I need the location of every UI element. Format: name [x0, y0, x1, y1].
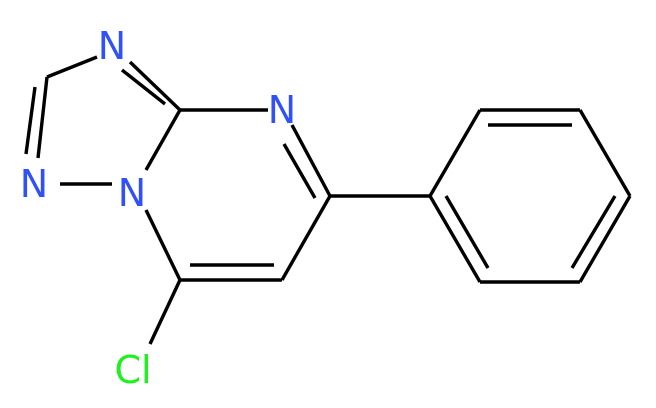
- bond: [24, 86, 37, 155]
- bond: [444, 195, 490, 269]
- bond: [120, 68, 167, 106]
- atom-label-n2: N: [20, 162, 48, 206]
- atom-label-n1: N: [98, 24, 126, 68]
- bond: [144, 209, 182, 281]
- atom-labels: N N N N Cl: [20, 24, 296, 392]
- bond: [280, 195, 332, 281]
- bond: [36, 76, 49, 159]
- bond: [282, 143, 317, 199]
- atom-label-cl: Cl: [114, 348, 151, 392]
- atom-label-n4: N: [268, 88, 296, 132]
- bond: [428, 195, 482, 283]
- bond: [428, 109, 482, 197]
- bond: [578, 195, 632, 283]
- bond: [290, 124, 332, 197]
- bond: [144, 109, 182, 171]
- atom-label-n3: N: [118, 171, 146, 215]
- bond: [578, 109, 632, 197]
- bonds: [24, 55, 632, 345]
- bond: [148, 279, 182, 345]
- bond: [46, 55, 98, 79]
- bond: [570, 195, 617, 269]
- bond: [128, 60, 182, 112]
